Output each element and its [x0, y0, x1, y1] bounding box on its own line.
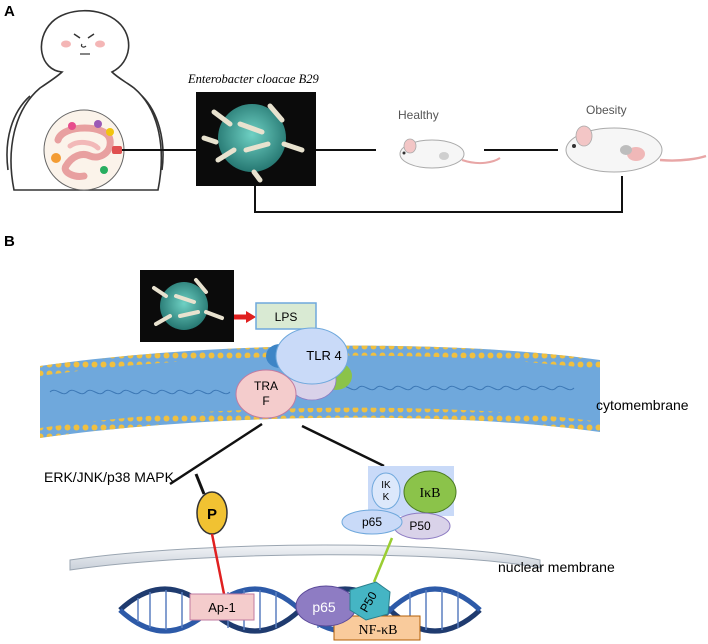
phospho-label: P: [207, 506, 217, 523]
traf-label-top: TRA: [254, 379, 278, 393]
ap1-activation-line: [210, 533, 226, 595]
panel-a-label: A: [4, 3, 15, 20]
tlr4-receptor-complex: [235, 327, 352, 419]
bacterium-cell-b: [152, 278, 224, 330]
cytomembrane-label: cytomembrane: [596, 397, 689, 413]
ikk-label-top: IK: [381, 480, 391, 491]
ikk-label-bottom: K: [383, 492, 390, 503]
healthy-mouse-icon: [399, 138, 501, 169]
panel-b-label: B: [4, 233, 15, 250]
nuclear-membrane-label: nuclear membrane: [498, 559, 615, 575]
p65-label: p65: [362, 515, 382, 529]
signal-branch-lines: [169, 422, 385, 486]
obesity-label: Obesity: [586, 103, 627, 117]
nuclear-membrane-shape: [69, 544, 541, 571]
lps-label: LPS: [275, 310, 298, 324]
nfkb-translocation-line: [372, 537, 394, 583]
ap1-box: [189, 593, 255, 621]
obese-mouse-icon: [565, 125, 707, 173]
obese-person-cartoon: [6, 10, 164, 191]
nfkb-complex: [295, 581, 421, 641]
healthy-label: Healthy: [398, 108, 439, 122]
panel-a-connectors: [122, 149, 623, 213]
nfkb-label: NF-κB: [359, 623, 398, 638]
ikb-label: IκB: [419, 486, 440, 501]
lps-release-arrow: [234, 311, 256, 323]
p65-nuclear-label: p65: [312, 599, 336, 615]
bacterium-name: Enterobacter cloacae B29: [187, 72, 319, 86]
p50-label: P50: [409, 519, 431, 533]
ap1-label: Ap-1: [208, 600, 235, 615]
phospho-group: [194, 473, 228, 535]
tlr4-label: TLR 4: [306, 348, 341, 363]
bacterium-cell-a: [201, 103, 305, 183]
lps-box: [255, 302, 317, 330]
mapk-label: ERK/JNK/p38 MAPK: [44, 469, 175, 485]
ikk-ikb-complex: [341, 466, 457, 540]
traf-label-bottom: F: [262, 394, 269, 408]
